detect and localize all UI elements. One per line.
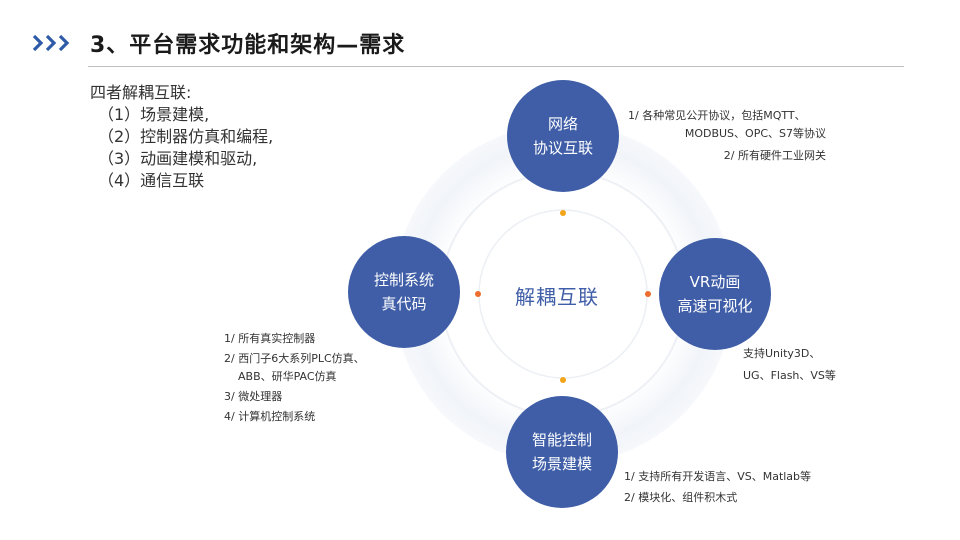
node-smart-control: 智能控制 场景建模 [506,396,618,508]
center-label: 解耦互联 [515,285,599,309]
note-smart-control: 1/ 支持所有开发语言、VS、Matlab等 2/ 模块化、组件积木式 [624,468,811,507]
node-line: 网络 [547,115,578,133]
note-line: 2/ 模块化、组件积木式 [624,491,738,504]
note-line: 2/ 西门子6大系列PLC仿真、 [224,352,365,365]
intro-heading: 四者解耦互联: [90,83,192,102]
note-line: 1/ 所有真实控制器 [224,332,316,345]
note-line: MODBUS、OPC、S7等协议 [684,127,826,140]
note-line: 4/ 计算机控制系统 [224,410,316,423]
intro-item: （3）动画建模和驱动, [98,149,258,168]
title-divider [88,66,904,67]
node-line: 控制系统 [373,271,434,289]
node-network-protocol: 网络 协议互联 [507,80,619,192]
note-line: UG、Flash、VS等 [743,369,836,382]
note-vr-animation: 支持Unity3D、 UG、Flash、VS等 [743,345,836,385]
note-line: 3/ 微处理器 [224,390,283,403]
intro-item: （2）控制器仿真和编程, [98,127,274,146]
node-line: VR动画 [689,273,741,291]
note-control-system: 1/ 所有真实控制器 2/ 西门子6大系列PLC仿真、 ABB、研华PAC仿真 … [224,330,365,426]
node-line: 真代码 [381,295,427,313]
note-network-protocol: 1/ 各种常见公开协议，包括MQTT、 MODBUS、OPC、S7等协议 2/ … [628,107,828,165]
intro-list: 四者解耦互联: （1）场景建模, （2）控制器仿真和编程, （3）动画建模和驱动… [90,82,273,192]
slide-header: 3、平台需求功能和架构—需求 [32,26,405,60]
intro-item: （4）通信互联 [98,171,205,190]
node-control-system: 控制系统 真代码 [348,236,460,348]
triple-chevron-right-icon [32,33,74,53]
connector-dot-top [560,210,566,216]
note-line: 1/ 支持所有开发语言、VS、Matlab等 [624,470,812,483]
slide-title: 3、平台需求功能和架构—需求 [90,33,406,58]
note-line: ABB、研华PAC仿真 [238,370,337,383]
node-line: 场景建模 [531,455,592,473]
node-line: 协议互联 [532,139,593,157]
connector-dot-left [475,291,481,297]
intro-item: （1）场景建模, [98,105,210,124]
node-line: 智能控制 [531,431,592,449]
note-line: 支持Unity3D、 [743,347,821,360]
node-vr-animation: VR动画 高速可视化 [659,238,771,350]
node-line: 高速可视化 [677,297,753,315]
note-line: 2/ 所有硬件工业网关 [723,149,826,162]
connector-dot-right [645,291,651,297]
connector-dot-bottom [560,377,566,383]
note-line: 1/ 各种常见公开协议，包括MQTT、 [628,109,806,122]
